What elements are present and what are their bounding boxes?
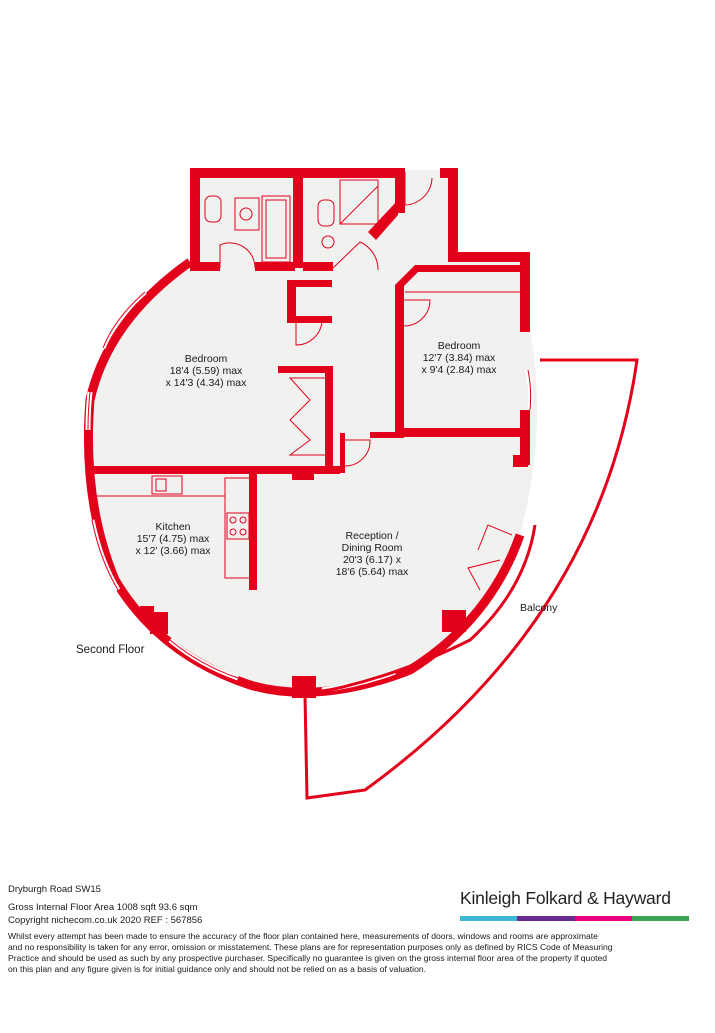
logo-bar-segment [631,916,689,921]
disclaimer-line: Whilst every attempt has been made to en… [8,931,598,941]
kitchen-fixtures [92,475,251,579]
agent-logo-bar [460,916,689,921]
bedroom1-dim1: 18'4 (5.59) max [170,365,243,377]
bathroom-fixtures [204,179,379,263]
doors [219,172,513,591]
property-address: Dryburgh Road SW15 [8,884,101,895]
copyright: Copyright nichecom.co.uk 2020 REF : 5678… [8,915,203,926]
outer-curved-wall [83,258,525,697]
disclaimer-line: on this plan and any figure given is for… [8,964,427,974]
logo-bar-segment [517,916,575,921]
bedroom1-dim2: x 14'3 (4.34) max [166,377,248,389]
footer: Dryburgh Road SW15 Gross Internal Floor … [0,880,715,1033]
bedroom2-name: Bedroom [438,340,481,352]
agent-logo: Kinleigh Folkard & Hayward [460,888,671,908]
bedroom2-dim2: x 9'4 (2.84) max [422,364,498,376]
bedroom1-name: Bedroom [185,353,228,365]
logo-bar-segment [460,916,518,921]
reception-line2: 20'3 (6.17) x [343,554,402,566]
disclaimer-line: Practice and should be used as such by a… [8,953,608,963]
disclaimer: Whilst every attempt has been made to en… [8,931,708,975]
kitchen-dim1: 15'7 (4.75) max [137,533,210,545]
floor-label: Second Floor [76,644,145,656]
balcony-outline [303,358,639,800]
logo-bar-segment [574,916,632,921]
kitchen-dim2: x 12' (3.66) max [136,545,212,557]
balcony-name: Balcony [520,602,558,614]
bedroom2-dim1: 12'7 (3.84) max [423,352,496,364]
kitchen-name: Kitchen [155,521,190,533]
floor-area: Gross Internal Floor Area 1008 sqft 93.6… [8,902,198,913]
disclaimer-line: and no responsibility is taken for any e… [8,942,613,952]
reception-name: Reception / [345,530,398,542]
reception-line1: Dining Room [342,542,403,554]
walls [88,168,530,698]
floor-fill [88,170,538,693]
reception-line3: 18'6 (5.64) max [336,566,409,578]
floor-plan: Bedroom 18'4 (5.59) max x 14'3 (4.34) ma… [76,168,639,800]
